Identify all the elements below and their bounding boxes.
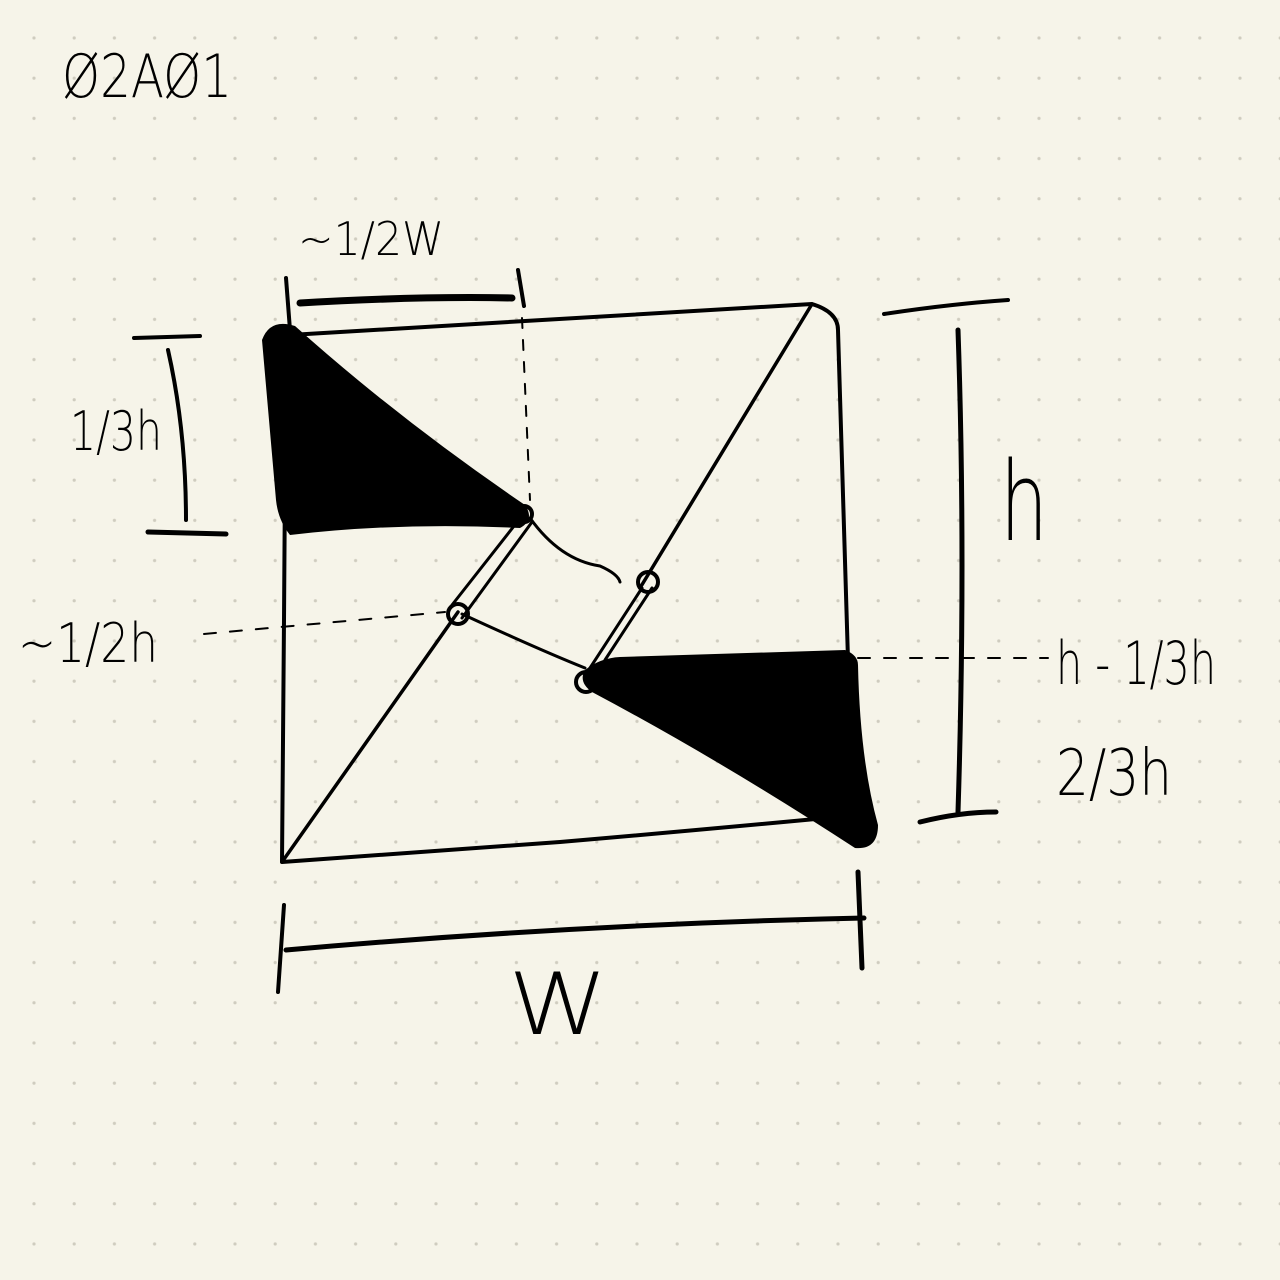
label-third-height: 1/3h [70,400,162,463]
dashed-guides [203,317,1049,659]
filled-triangle-top-left [262,323,529,535]
label-half-height: ~1/2h [18,612,158,675]
label-width: W [508,955,608,1055]
diagonals [280,302,814,864]
dimension-half-width [284,268,526,332]
label-height: h [1000,438,1048,566]
connector-lines [450,510,654,670]
filled-triangle-bottom-right [582,650,878,849]
label-h-minus-third: h - 1/3h [1056,629,1216,699]
label-two-thirds-height: 2/3h [1056,737,1172,811]
sketch-title: Ø2AØ1 [62,42,232,112]
vertex-markers [446,504,660,694]
dimension-width [276,869,867,994]
dimension-third-height [132,334,229,537]
label-half-width: ~1/2W [298,212,444,266]
dimension-height [882,298,1010,825]
